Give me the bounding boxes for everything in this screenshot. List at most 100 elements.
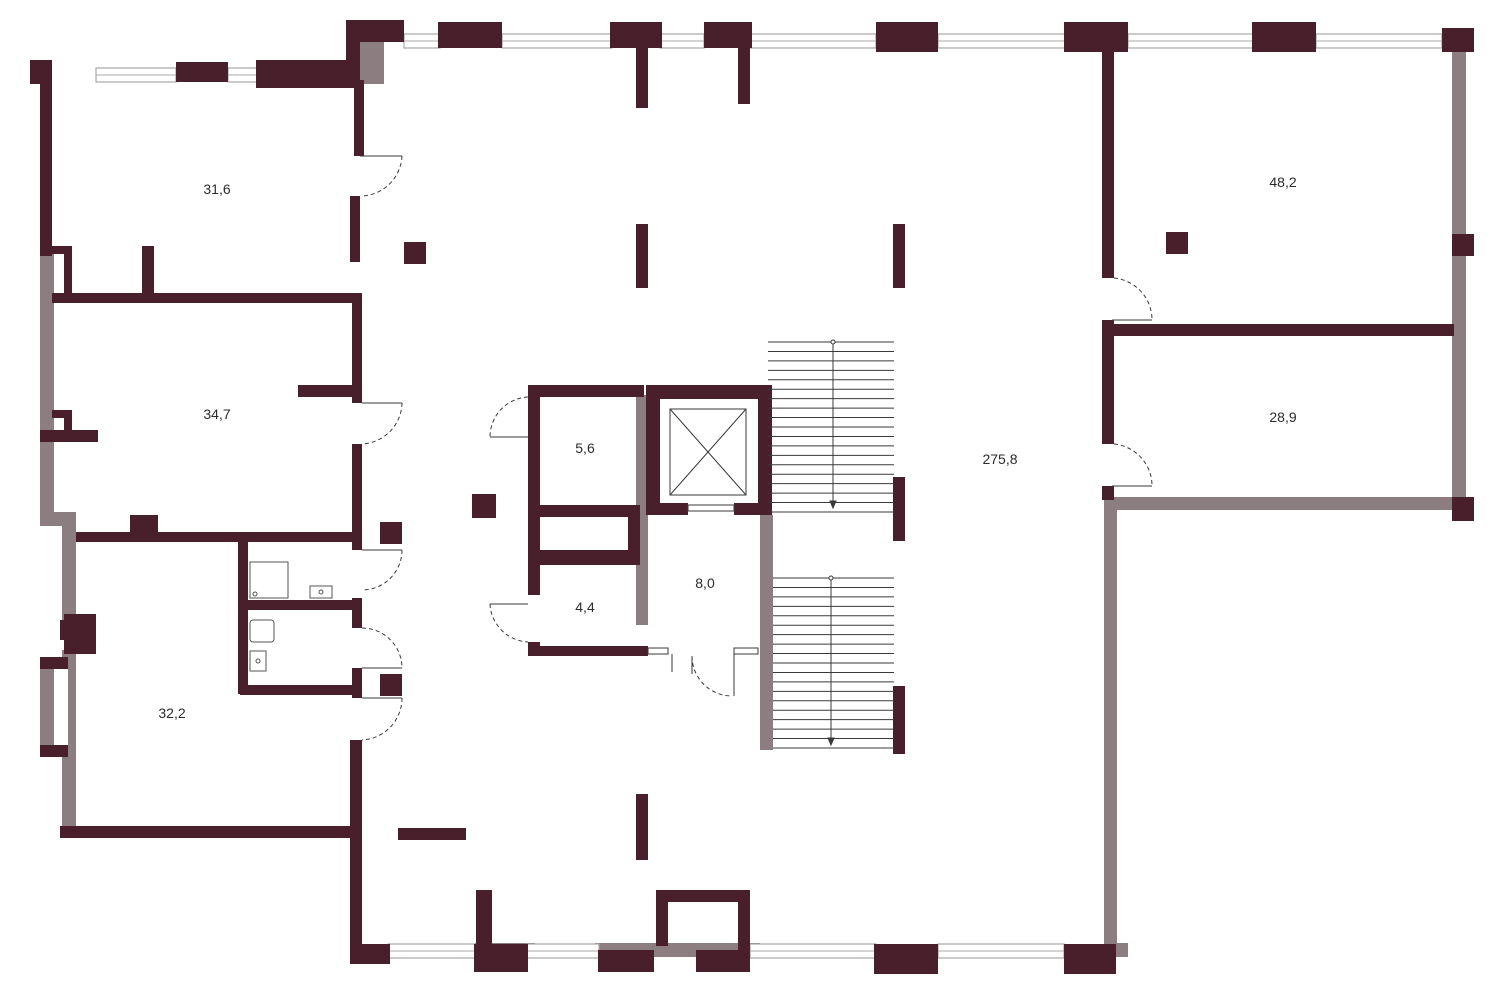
elevator-frame-bottom-right xyxy=(734,503,772,515)
room-31-6-niche-a xyxy=(52,246,72,254)
door-bath-2 xyxy=(361,627,403,669)
room-32-2-bay-frame-bottom xyxy=(40,745,68,757)
column-c9 xyxy=(893,686,905,754)
bathroom-east-wall-a xyxy=(352,542,362,550)
column-c4 xyxy=(1166,232,1188,254)
area-label-room-5-6: 5,6 xyxy=(575,440,595,456)
bathroom-block-divider xyxy=(240,600,356,610)
room-34-7-west-niche-a xyxy=(52,410,72,418)
window-midlines xyxy=(96,40,1442,952)
stair-flight-lower-start-dot xyxy=(828,575,834,581)
sw-corner-pier xyxy=(350,944,390,964)
south-facade-pier-2 xyxy=(474,944,528,972)
door-frame-8-0-left xyxy=(647,647,669,655)
west-facade-wall-middle xyxy=(62,512,76,632)
room-32-2-east-wall-main xyxy=(350,740,362,956)
door-room-4-4 xyxy=(489,603,529,643)
south-facade-pier-5 xyxy=(874,944,938,974)
north-column-2 xyxy=(738,40,750,104)
room-31-6-niche-b xyxy=(64,246,72,296)
bathroom-block-south-wall xyxy=(240,685,356,695)
area-label-room-28-9: 28,9 xyxy=(1269,409,1296,425)
elevator-frame-top xyxy=(646,385,772,399)
west-bay-inner xyxy=(54,669,68,745)
room-32-2-bay-frame-top xyxy=(40,657,68,669)
column-c8 xyxy=(893,477,905,541)
south-facade-pier-4 xyxy=(696,950,750,972)
elevator-door-frame xyxy=(687,504,735,512)
room-32-2-west-wall xyxy=(60,620,74,640)
dark-walls xyxy=(30,20,1474,974)
wing-corner-top xyxy=(346,20,404,42)
room-48-2-west-wall-lower xyxy=(1102,320,1114,444)
door-room-8-0 xyxy=(691,655,733,697)
room-34-7-east-wall-a xyxy=(352,293,362,403)
stair-flight-upper-arrow-head xyxy=(829,500,837,510)
ne-mid-column xyxy=(1452,234,1474,256)
area-label-room-48-2: 48,2 xyxy=(1269,174,1296,190)
core-shaft-top xyxy=(528,505,640,517)
core-4-4-west-wall xyxy=(528,553,540,595)
room-34-7-south-wall xyxy=(76,532,356,542)
south-facade-pier-6 xyxy=(1064,944,1116,974)
north-facade-pier-1 xyxy=(176,62,228,82)
door-room-48-2 xyxy=(1113,277,1153,321)
column-c5 xyxy=(472,494,496,518)
north-facade-pier-8 xyxy=(1252,22,1316,52)
bathtub xyxy=(249,619,275,643)
room-labels: 31,6 34,7 32,2 5,6 4,4 8,0 275,8 48,2 28… xyxy=(158,174,1296,721)
north-facade-pier-3 xyxy=(438,22,502,48)
room-34-7-small-column xyxy=(130,515,158,535)
light-walls xyxy=(40,28,1466,957)
room-31-6-east-wall-a xyxy=(354,80,364,156)
area-label-room-4-4: 4,4 xyxy=(575,599,595,615)
column-c2 xyxy=(636,224,648,288)
column-c11 xyxy=(398,828,466,840)
south-facade-pier-3 xyxy=(598,950,654,972)
south-frame-right xyxy=(738,890,750,950)
bathroom-east-wall-c xyxy=(352,668,362,698)
core-4-4-bottom-wall xyxy=(528,646,648,656)
door-frame-8-0-right xyxy=(733,647,759,655)
area-label-room-34-7: 34,7 xyxy=(203,406,230,422)
room-31-6-east-wall-b xyxy=(350,196,360,262)
room-31-6-south-wall xyxy=(52,293,356,303)
east-corner-column xyxy=(1452,497,1474,521)
area-label-room-32-2: 32,2 xyxy=(158,705,185,721)
door-room-34-7 xyxy=(361,402,403,445)
stair-partition-left xyxy=(760,515,773,750)
column-c1 xyxy=(404,242,426,264)
door-8-0-jambs xyxy=(671,654,735,696)
north-column-1 xyxy=(636,40,648,108)
room-32-2-south-wall xyxy=(60,826,360,838)
elevator-car xyxy=(669,408,747,496)
door-room-31-6 xyxy=(360,155,403,197)
core-partition xyxy=(636,395,648,625)
room-31-6-fin xyxy=(142,246,154,296)
area-label-room-275-8: 275,8 xyxy=(982,451,1017,467)
column-c7 xyxy=(380,674,402,696)
stairs xyxy=(768,339,894,749)
column-c10 xyxy=(636,794,648,860)
west-wing-north-wall xyxy=(40,76,52,256)
elevator-frame-right xyxy=(758,385,772,515)
west-facade-bay xyxy=(40,657,54,757)
doors xyxy=(360,155,1153,741)
area-label-room-31-6: 31,6 xyxy=(203,181,230,197)
west-facade-wall-upper xyxy=(40,250,54,525)
column-c6 xyxy=(380,522,402,544)
core-shaft-bottom xyxy=(528,550,640,565)
room-48-2-south-wall xyxy=(1108,324,1454,336)
bathroom-block-west-wall xyxy=(238,542,248,694)
room-34-7-west-niche-c xyxy=(64,410,72,440)
east-wing-boundary-vertical xyxy=(1104,497,1117,957)
bathroom-east-wall-b xyxy=(352,598,362,628)
north-facade-pier-6 xyxy=(876,22,938,52)
east-facade-wall-upper xyxy=(1452,50,1466,510)
south-facade-pier-1 xyxy=(476,890,492,950)
room-34-7-shelf xyxy=(298,385,356,397)
door-room-32-2 xyxy=(361,697,403,741)
east-wing-boundary-top xyxy=(1104,497,1464,510)
